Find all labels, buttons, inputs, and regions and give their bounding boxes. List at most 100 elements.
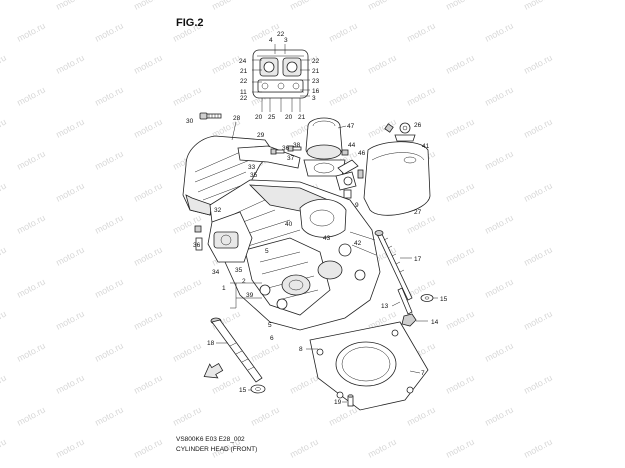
callout-25: 25 <box>268 114 276 121</box>
watermark-text: moto.ru <box>249 405 281 428</box>
watermark-text: moto.ru <box>522 309 554 332</box>
nut-14 <box>401 313 417 327</box>
watermark-text: moto.ru <box>0 0 8 12</box>
watermark-text: moto.ru <box>15 85 47 108</box>
callout-17: 17 <box>414 256 422 263</box>
watermark-text: moto.ru <box>483 341 515 364</box>
callout-35-upper: 35 <box>250 172 258 179</box>
callout-21-right: 21 <box>312 68 320 75</box>
callout-9: 9 <box>355 202 359 209</box>
watermark-text: moto.ru <box>483 149 515 172</box>
watermark-text: moto.ru <box>93 341 125 364</box>
watermark-text: moto.ru <box>444 53 476 76</box>
watermark-text: moto.ru <box>405 213 437 236</box>
watermark-text: moto.ru <box>366 437 398 460</box>
watermark-text: moto.ru <box>93 21 125 44</box>
callout-15-upper: 15 <box>440 296 448 303</box>
watermark-text: moto.ru <box>210 53 242 76</box>
callout-20-left: 20 <box>255 114 263 121</box>
callout-5-lower: 5 <box>268 322 272 329</box>
watermark-text: moto.ru <box>15 341 47 364</box>
watermark-text: moto.ru <box>171 341 203 364</box>
callout-19: 19 <box>334 399 342 406</box>
watermark-text: moto.ru <box>132 437 164 460</box>
watermark-text: moto.ru <box>93 405 125 428</box>
callout-8: 8 <box>299 346 303 353</box>
watermark-text: moto.ru <box>366 0 398 12</box>
watermark-text: moto.ru <box>0 117 8 140</box>
watermark-text: moto.ru <box>210 0 242 12</box>
callout-bracket-1 <box>230 282 262 309</box>
watermark-text: moto.ru <box>54 309 86 332</box>
bolt-18 <box>210 317 263 383</box>
callout-22-left: 22 <box>240 78 248 85</box>
watermark-text: moto.ru <box>15 149 47 172</box>
callout-3-bottom: 3 <box>312 95 316 102</box>
watermark-text: moto.ru <box>483 21 515 44</box>
callout-2: 2 <box>242 278 246 285</box>
head-top-view <box>252 44 309 112</box>
cylinder-head-main <box>209 179 381 331</box>
watermark-text: moto.ru <box>0 437 8 460</box>
watermark-text: moto.ru <box>15 277 47 300</box>
watermark-text: moto.ru <box>54 245 86 268</box>
watermark-text: moto.ru <box>327 85 359 108</box>
callout-44: 44 <box>348 142 356 149</box>
callout-26: 26 <box>414 122 422 129</box>
callout-20-right: 20 <box>285 114 293 121</box>
callout-21-left: 21 <box>240 68 248 75</box>
callout-34: 34 <box>212 269 220 276</box>
callout-30: 30 <box>186 118 194 125</box>
watermark-text: moto.ru <box>132 53 164 76</box>
callout-36-lower: 36 <box>193 242 201 249</box>
washer-15-lower <box>250 384 266 394</box>
watermark-text: moto.ru <box>0 309 8 332</box>
watermark-text: moto.ru <box>93 277 125 300</box>
callout-28: 28 <box>233 115 241 122</box>
watermark-text: moto.ru <box>132 245 164 268</box>
watermark-text: moto.ru <box>444 309 476 332</box>
watermark-text: moto.ru <box>15 405 47 428</box>
watermark-text: moto.ru <box>132 373 164 396</box>
callout-7: 7 <box>421 370 425 377</box>
watermark-text: moto.ru <box>93 149 125 172</box>
callout-22-right: 22 <box>312 58 320 65</box>
gasket-29 <box>237 145 301 169</box>
callout-3-top: 3 <box>284 37 288 44</box>
callout-6: 6 <box>270 335 274 342</box>
watermark-text: moto.ru <box>15 21 47 44</box>
callout-42: 42 <box>354 240 362 247</box>
watermark-text: moto.ru <box>483 277 515 300</box>
watermark-text: moto.ru <box>405 21 437 44</box>
watermark-text: moto.ru <box>54 437 86 460</box>
cap-26 <box>394 122 416 142</box>
watermark-text: moto.ru <box>327 405 359 428</box>
side-cover-27 <box>363 141 431 216</box>
callout-5-upper: 5 <box>265 248 269 255</box>
stud-13 <box>397 287 413 315</box>
watermark-text: moto.ru <box>444 181 476 204</box>
watermark-text: moto.ru <box>0 53 8 76</box>
callout-27: 27 <box>414 209 422 216</box>
screw-41 <box>384 123 394 133</box>
watermark-text: moto.ru <box>0 245 8 268</box>
watermark-text: moto.ru <box>483 405 515 428</box>
watermark-text: moto.ru <box>522 53 554 76</box>
callout-32: 32 <box>214 207 222 214</box>
callout-11: 11 <box>240 89 247 96</box>
head-top-leaders <box>252 59 310 97</box>
callout-14: 14 <box>431 319 439 326</box>
callout-22-top: 22 <box>277 31 285 38</box>
callout-15-lower: 15 <box>239 387 247 394</box>
stud-17 <box>374 230 413 301</box>
watermark-text: moto.ru <box>522 181 554 204</box>
callout-35-lower: 35 <box>235 267 243 274</box>
watermark-text: moto.ru <box>93 85 125 108</box>
watermark-text: moto.ru <box>171 405 203 428</box>
callout-47: 47 <box>347 123 355 130</box>
callout-1: 1 <box>222 285 226 292</box>
watermark-text: moto.ru <box>405 85 437 108</box>
diagram-code: VS800K6 E03 E28_002 <box>176 436 245 443</box>
watermark-text: moto.ru <box>444 117 476 140</box>
